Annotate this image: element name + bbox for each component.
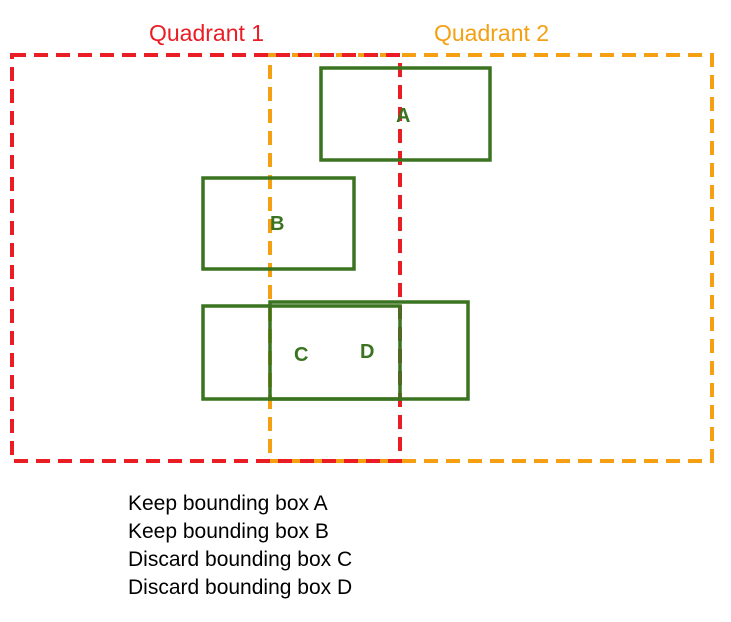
bounding-box-b bbox=[201, 176, 356, 271]
box-d-label: D bbox=[360, 341, 375, 363]
decision-list: Keep bounding box A Keep bounding box B … bbox=[128, 490, 352, 602]
decision-item: Discard bounding box D bbox=[128, 576, 353, 599]
bounding-box-d bbox=[268, 300, 470, 401]
decision-item: Discard bounding box C bbox=[128, 548, 353, 571]
decision-item: Keep bounding box B bbox=[128, 520, 329, 543]
box-c-label: C bbox=[294, 344, 309, 366]
box-b-label: B bbox=[270, 213, 285, 235]
box-a-label: A bbox=[396, 105, 411, 127]
quadrant-1-title: Quadrant 1 bbox=[149, 20, 265, 46]
bounding-box-a bbox=[319, 66, 492, 162]
quadrant-2-title: Quadrant 2 bbox=[434, 20, 550, 46]
quadrant-2-region bbox=[268, 53, 714, 463]
decision-item: Keep bounding box A bbox=[128, 492, 328, 515]
